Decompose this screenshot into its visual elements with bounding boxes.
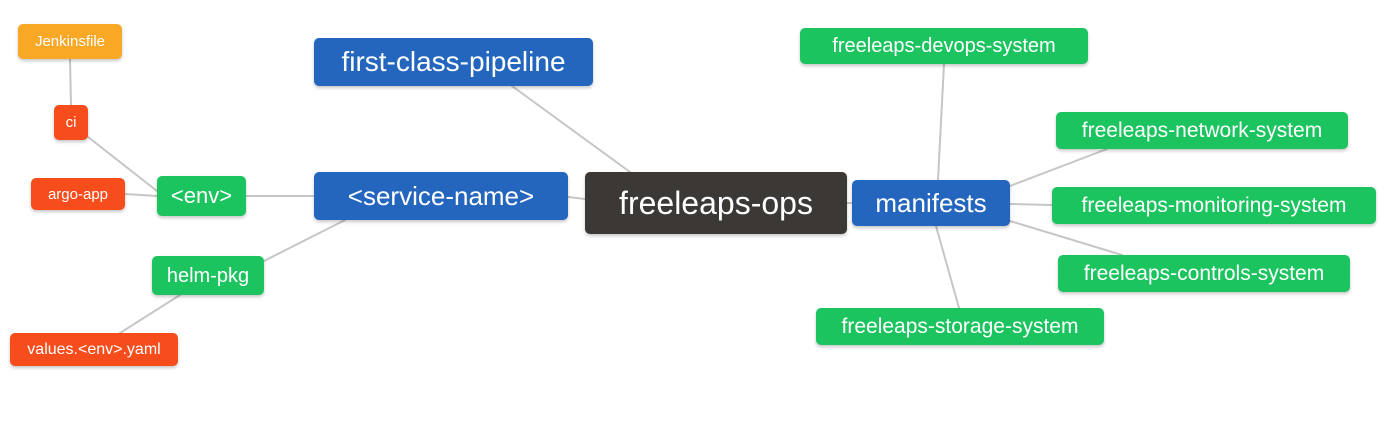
node-freeleaps-storage-system[interactable]: freeleaps-storage-system — [816, 308, 1104, 345]
node-label-helm-pkg: helm-pkg — [166, 264, 250, 287]
node-freeleaps-network-system[interactable]: freeleaps-network-system — [1056, 112, 1348, 149]
edge-manifests-to-freeleaps-controls-system — [1009, 220, 1123, 256]
node-label-freeleaps-devops-system: freeleaps-devops-system — [832, 35, 1056, 57]
node-label-first-class-pipeline: first-class-pipeline — [341, 46, 566, 77]
node-label-freeleaps-storage-system: freeleaps-storage-system — [841, 315, 1079, 338]
node-label-service-name: <service-name> — [347, 181, 535, 211]
node-label-manifests: manifests — [875, 188, 987, 218]
node-label-freeleaps-network-system: freeleaps-network-system — [1081, 119, 1323, 142]
edge-first-class-pipeline-to-freeleaps-ops — [511, 85, 631, 173]
node-freeleaps-ops[interactable]: freeleaps-ops — [585, 172, 847, 234]
node-freeleaps-monitoring-system[interactable]: freeleaps-monitoring-system — [1052, 187, 1376, 224]
node-manifests[interactable]: manifests — [852, 180, 1010, 226]
node-label-values-yaml: values.<env>.yaml — [27, 340, 161, 358]
node-jenkinsfile[interactable]: Jenkinsfile — [18, 24, 122, 59]
node-ci[interactable]: ci — [54, 105, 88, 140]
node-label-freeleaps-ops: freeleaps-ops — [619, 185, 813, 221]
node-helm-pkg[interactable]: helm-pkg — [152, 256, 264, 295]
edge-manifests-to-freeleaps-monitoring-system — [1009, 203, 1053, 206]
edge-manifests-to-freeleaps-devops-system — [937, 63, 945, 181]
node-label-ci: ci — [65, 114, 77, 131]
edge-service-name-to-freeleaps-ops — [567, 196, 586, 200]
node-label-argo-app: argo-app — [47, 185, 109, 203]
node-label-freeleaps-monitoring-system: freeleaps-monitoring-system — [1081, 194, 1347, 217]
edge-values-yaml-to-helm-pkg — [119, 294, 181, 334]
node-label-jenkinsfile: Jenkinsfile — [34, 33, 106, 50]
node-first-class-pipeline[interactable]: first-class-pipeline — [314, 38, 593, 86]
node-label-freeleaps-controls-system: freeleaps-controls-system — [1083, 262, 1325, 285]
edge-manifests-to-freeleaps-network-system — [1009, 148, 1108, 187]
node-service-name[interactable]: <service-name> — [314, 172, 568, 220]
node-freeleaps-devops-system[interactable]: freeleaps-devops-system — [800, 28, 1088, 64]
node-env[interactable]: <env> — [157, 176, 246, 216]
node-values-yaml[interactable]: values.<env>.yaml — [10, 333, 178, 366]
node-label-env: <env> — [170, 183, 233, 208]
edge-jenkinsfile-to-ci — [69, 58, 72, 106]
edge-argo-app-to-env — [124, 193, 158, 197]
node-freeleaps-controls-system[interactable]: freeleaps-controls-system — [1058, 255, 1350, 292]
edge-helm-pkg-to-service-name — [263, 219, 346, 262]
node-argo-app[interactable]: argo-app — [31, 178, 125, 210]
edge-manifests-to-freeleaps-storage-system — [935, 225, 960, 309]
